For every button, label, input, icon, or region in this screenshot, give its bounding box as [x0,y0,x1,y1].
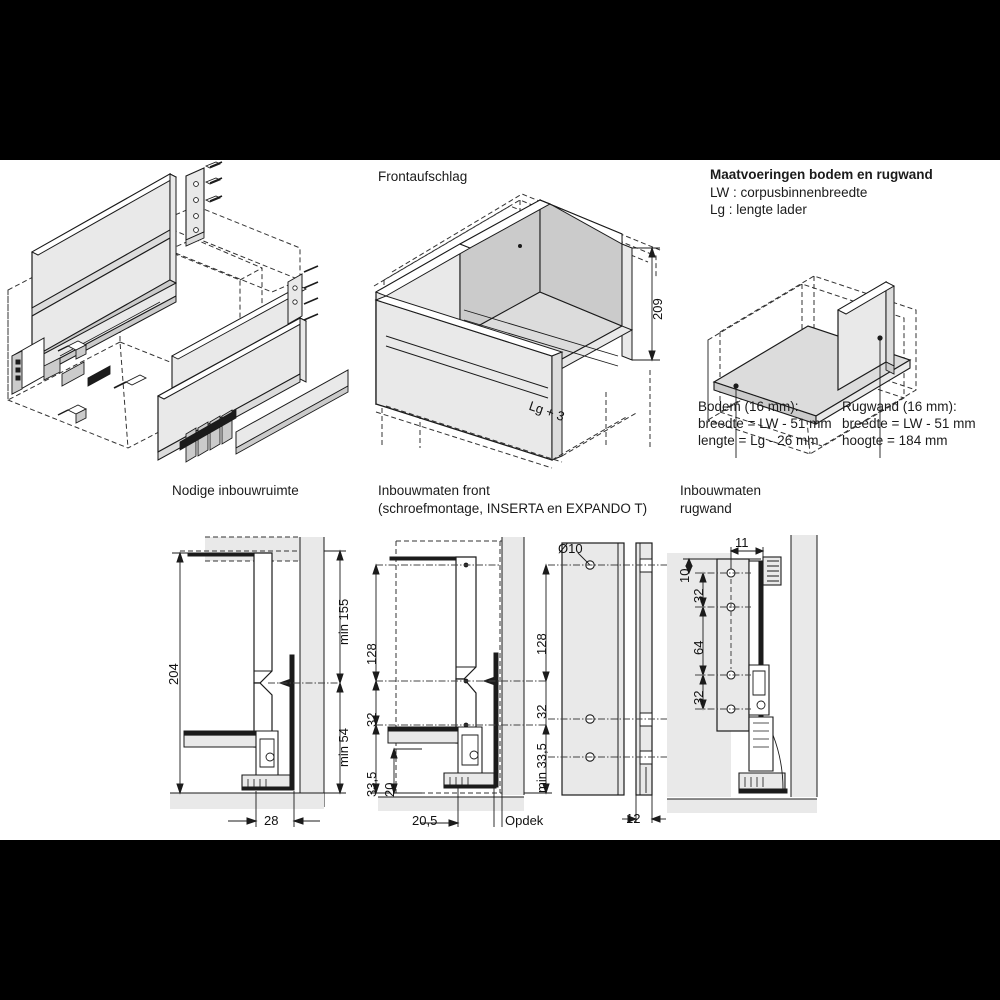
drawing-sheet: Frontaufschlag [0,160,1000,840]
dim-back-spacing-bottom: 32 [691,690,706,705]
dim-front-offset: 20,5 [412,813,438,828]
letterbox-bottom [0,840,1000,1000]
dim-front-thickness: 12 [626,811,641,826]
back-panel-dims-panel: 10 11 32 64 32 [665,535,865,835]
front-dims-title-line1: Inbouwmaten front [378,483,490,498]
exploded-assembly-panel [0,160,350,463]
base-back-title: Maatvoeringen bodem en rugwand [710,167,933,182]
callout-rugwand-line3: hoogte = 184 mm [842,433,948,448]
back-panel-dims-drawing [667,535,818,813]
front-face-views: Ø10 12 [540,535,670,835]
front-overlay-drawing [373,193,661,469]
front-dims-drawing [370,537,552,827]
front-face-drawing [548,542,668,823]
dim-front-mid: 32 [364,712,379,727]
dim-depth: 28 [264,813,279,828]
dim-back-top-offset: 11 [735,535,749,550]
front-overlay-panel: Frontaufschlag [360,160,680,469]
base-back-panel: Maatvoeringen bodem en rugwand LW : corp… [690,160,1000,458]
dim-overlay-label: Opdek [505,813,544,828]
install-space-title: Nodige inbouwruimte [172,483,299,498]
back-panel-dims-title-line1: Inbouwmaten [680,483,762,498]
letterbox-top [0,0,1000,160]
dim-front-inner: 20 [382,782,397,797]
dim-back-spacing-top: 32 [691,588,706,603]
legend-lg: Lg : lengte lader [710,202,807,217]
install-space-panel: 204 min 155 min 54 28 [150,535,351,835]
callout-rugwand-line2: breedte = LW - 51 mm [842,416,976,431]
dim-drawer-height: 209 [650,298,665,320]
dim-back-spacing-mid: 64 [691,640,706,655]
callout-bodem-line2: breedte = LW - 51 mm [698,416,832,431]
legend-lw: LW : corpusbinnenbreedte [710,185,868,200]
dim-min-upper: min 155 [336,598,351,645]
front-dims-panel: 128 32 33,5 20 20,5 128 min 33,5 32 [360,535,560,835]
back-panel-dims-title-line2: rugwand [680,501,732,516]
callout-rugwand-line1: Rugwand (16 mm): [842,399,957,414]
dim-front-lower: 33,5 [364,771,379,797]
base-back-drawing [707,275,917,458]
install-space-drawing [170,536,346,827]
front-dims-title-line2: (schroefmontage, INSERTA en EXPANDO T) [378,501,648,516]
dim-min-lower: min 54 [336,727,351,767]
dim-front-upper: 128 [364,643,379,665]
callout-bodem-line1: Bodem (16 mm): [698,399,799,414]
front-overlay-title: Frontaufschlag [378,169,468,184]
exploded-assembly-drawing [7,161,349,463]
dim-hole-diameter: Ø10 [558,541,583,556]
dim-back-top-edge: 10 [677,568,692,583]
callout-bodem-line3: lengte = Lg - 26 mm [698,433,819,448]
dim-total-height: 204 [166,663,181,685]
